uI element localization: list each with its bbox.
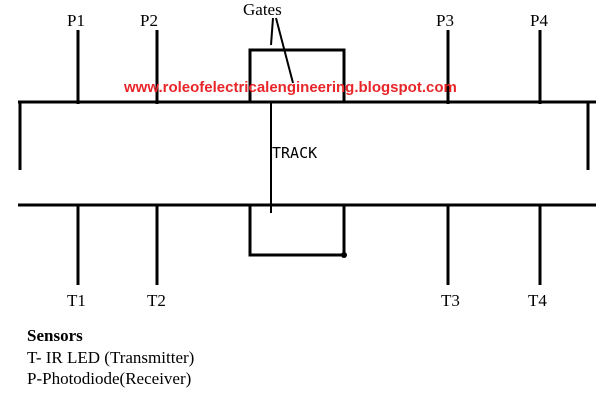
legend-title: Sensors	[27, 326, 83, 345]
track-label: TRACK	[272, 144, 317, 162]
receiver-label-p2: P2	[140, 11, 158, 30]
lower-gate	[248, 205, 346, 257]
legend-item-transmitter: T- IR LED (Transmitter)	[27, 348, 195, 367]
sensor-legend: Sensors T- IR LED (Transmitter) P-Photod…	[27, 325, 194, 389]
legend-item-receiver: P-Photodiode(Receiver)	[27, 369, 192, 388]
lower-gate-joint	[341, 252, 347, 258]
transmitter-label-t1: T1	[67, 291, 86, 310]
receiver-label-p1: P1	[67, 11, 85, 30]
transmitter-label-t3: T3	[441, 291, 460, 310]
transmitter-label-t2: T2	[147, 291, 166, 310]
watermark-url: www.roleofelectricalengineering.blogspot…	[123, 79, 457, 96]
receiver-label-p3: P3	[436, 11, 454, 30]
gates-pointer-right	[275, 17, 294, 84]
transmitter-label-t4: T4	[528, 291, 547, 310]
upper-gate	[248, 48, 346, 103]
gates-pointer-left	[270, 17, 274, 46]
gates-label: Gates	[243, 0, 282, 19]
receiver-label-p4: P4	[530, 11, 548, 30]
